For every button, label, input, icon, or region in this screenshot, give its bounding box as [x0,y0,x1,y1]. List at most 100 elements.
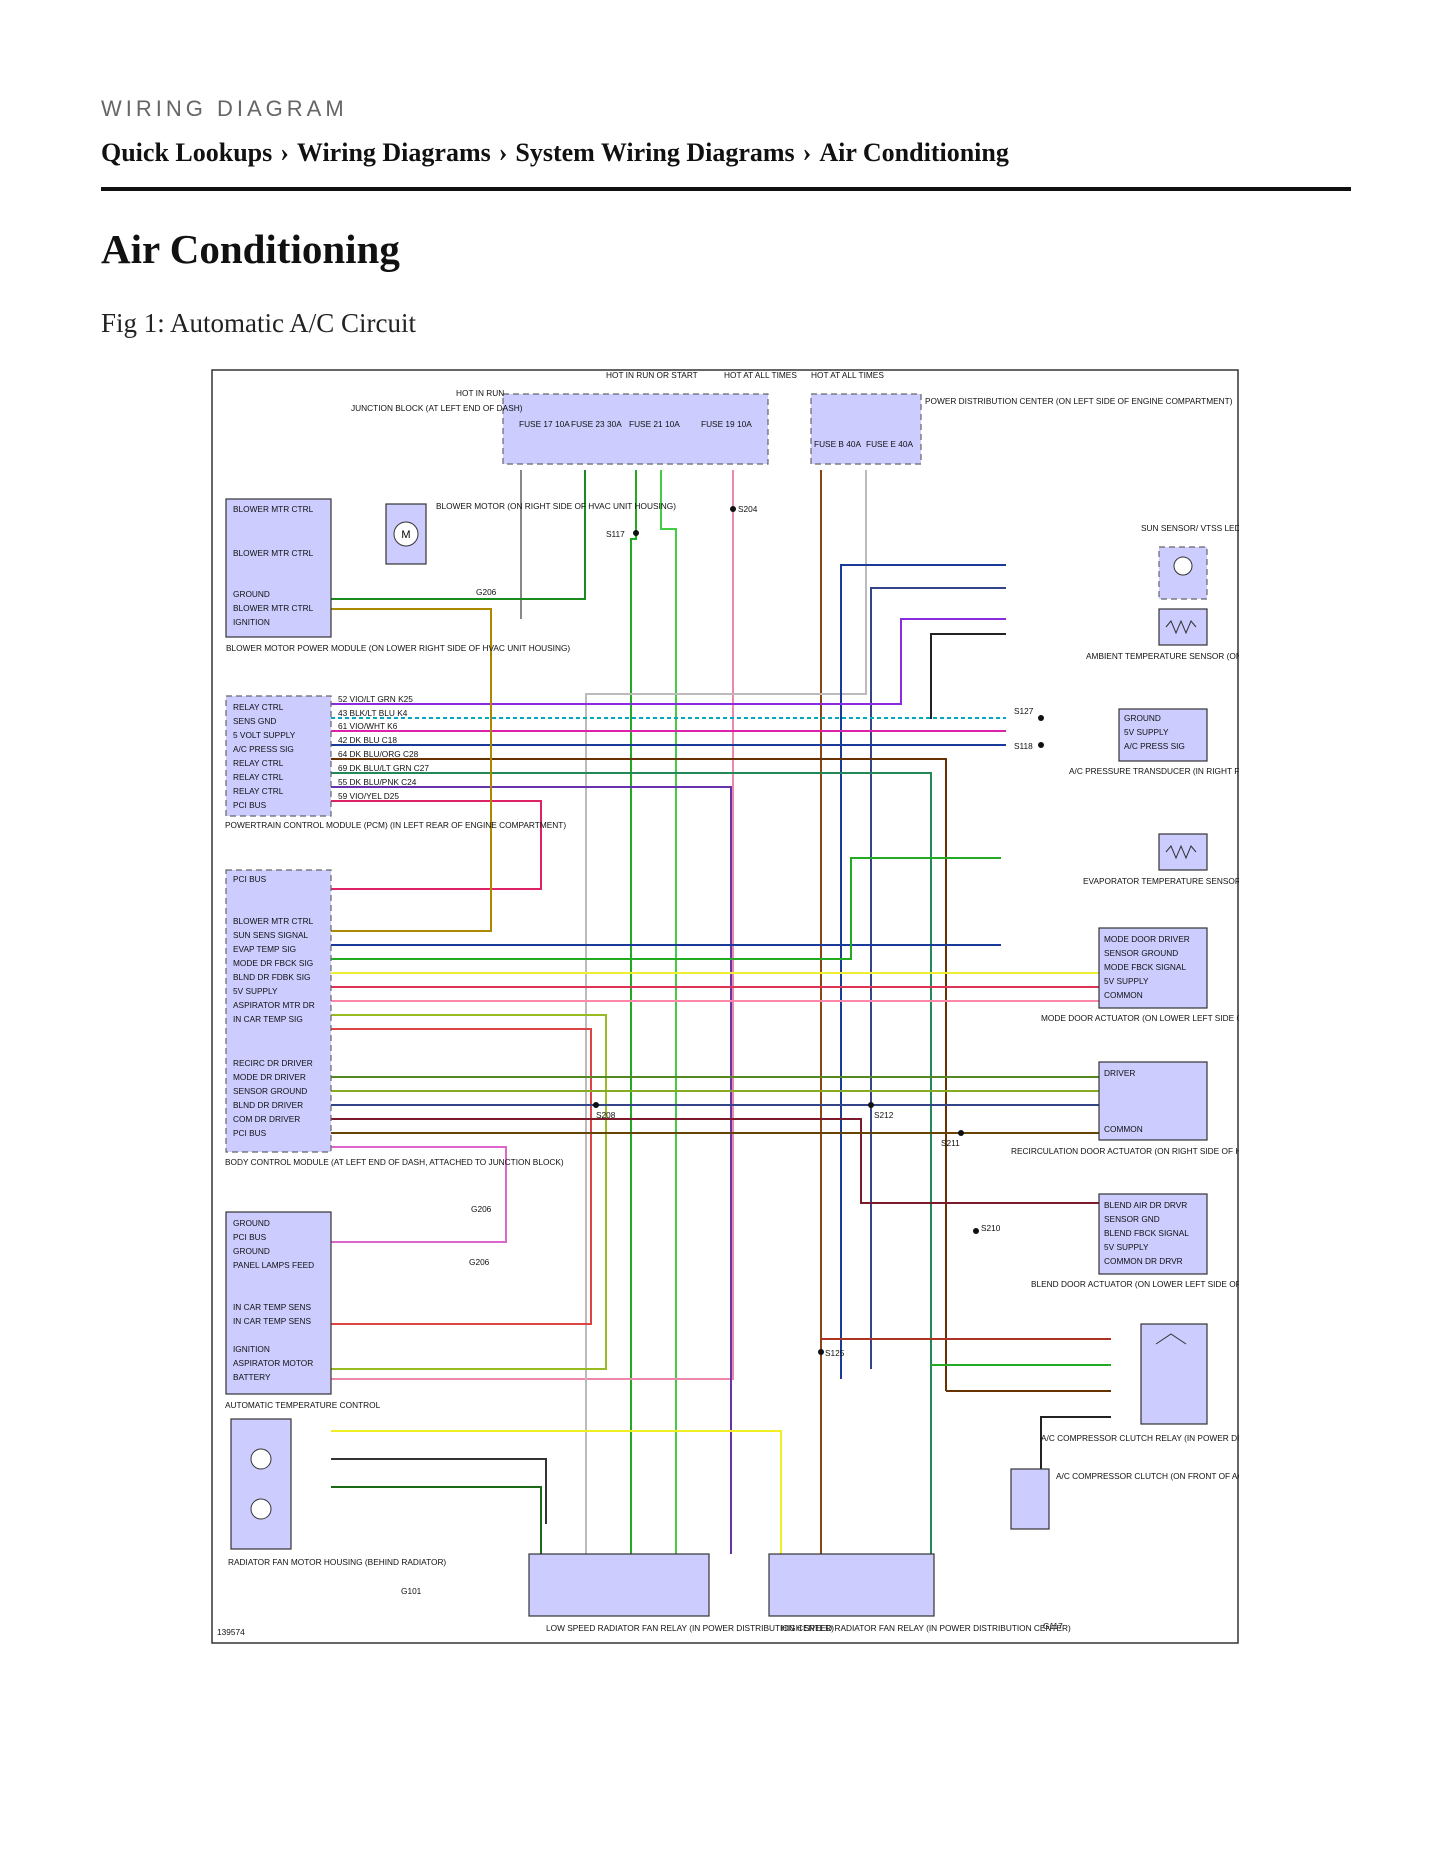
high-relay-box [768,1553,935,1617]
low-relay-caption: LOW SPEED RADIATOR FAN RELAY (IN POWER D… [546,1623,834,1633]
mode-door-pin-4: 5V SUPPLY [1104,976,1149,986]
diagram-frame [211,369,1239,1644]
blower-pin-1: BLOWER MTR CTRL [233,504,314,514]
atc-pin-ground-2: GROUND [233,1246,270,1256]
splice-dot [818,1349,824,1355]
wire-lt-grn-blk [630,470,637,1554]
radiator-fan-caption: RADIATOR FAN MOTOR HOUSING (BEHIND RADIA… [228,1557,446,1567]
bcm-pin-evap: EVAP TEMP SIG [233,944,296,954]
recirc-caption: RECIRCULATION DOOR ACTUATOR (ON RIGHT SI… [1011,1146,1239,1156]
pcm-pin-relay-ctrl-2: RELAY CTRL [233,758,284,768]
blend-pin-4: 5V SUPPLY [1104,1242,1149,1252]
breadcrumb-quick-lookups[interactable]: Quick Lookups [101,138,273,167]
recirc-pin-driver: DRIVER [1104,1068,1135,1078]
bcm-pin-sensor-gnd: SENSOR GROUND [233,1086,307,1096]
splice-s208: S208 [596,1110,616,1120]
breadcrumb: Quick Lookups›Wiring Diagrams›System Wir… [101,138,1009,168]
pcm-wire-4: 42 DK BLU C18 [338,735,397,745]
pcm-pin-relay-ctrl-4: RELAY CTRL [233,786,284,796]
bcm-pin-in-car: IN CAR TEMP SIG [233,1014,303,1024]
splice-dot [973,1228,979,1234]
right-components: SUN SENSOR/ VTSS LED AMBIENT TEMPERATURE… [1010,523,1445,1530]
led-icon [1173,556,1193,576]
thermistor-icon-evap [1165,844,1197,860]
transducer-pin-ground: GROUND [1124,713,1161,723]
fan-motor-icon-2 [250,1498,272,1520]
atc-pin-panel: PANEL LAMPS FEED [233,1260,314,1270]
wire-blk-lt-blu [930,633,1006,719]
splice-dot [593,1102,599,1108]
wire-dk-grn-ign [331,470,586,600]
wire-red-lt-grn [331,608,492,932]
relay-switch-icon [1155,1333,1187,1345]
motor-letter-icon: M [401,529,410,541]
splice-dot [633,530,639,536]
breadcrumb-separator: › [498,138,508,167]
fuse-hot-in-run-start: HOT IN RUN OR START [606,370,698,380]
high-relay-caption: HIGH SPEED RADIATOR FAN RELAY (IN POWER … [781,1623,1071,1633]
ground-g117: G117 [1043,1621,1063,1631]
wiring-diagram: HOT IN RUN HOT IN RUN OR START HOT AT AL… [211,369,1445,1644]
section-kicker: WIRING DIAGRAM [101,96,348,121]
wires [331,470,1111,1554]
blend-pin-3: BLEND FBCK SIGNAL [1104,1228,1189,1238]
blower-module-box [225,498,332,638]
breadcrumb-air-conditioning[interactable]: Air Conditioning [819,138,1009,167]
mode-door-box [1098,927,1208,1009]
pcm: RELAY CTRL SENS GND 5 VOLT SUPPLY A/C PR… [225,694,566,830]
pcm-pin-relay-ctrl: RELAY CTRL [233,702,284,712]
blend-caption: BLEND DOOR ACTUATOR (ON LOWER LEFT SIDE … [1031,1279,1239,1289]
fuse-19: FUSE 19 10A [701,419,752,429]
page-title: Air Conditioning [101,226,400,272]
wire-vio-yel-bcm [331,1146,507,1243]
motor-icon [393,521,419,547]
atc-pin-in-car-1: IN CAR TEMP SENS [233,1302,312,1312]
bcm-box [225,869,332,1153]
wire-dk-grn-fan [331,1486,542,1554]
atc-pin-pci: PCI BUS [233,1232,267,1242]
mode-door-pin-5: COMMON [1104,990,1143,1000]
wire-vio-yel [331,800,542,890]
atc-pin-battery: BATTERY [233,1372,271,1382]
bcm-pin-aspirator: ASPIRATOR MTR DR [233,1000,315,1010]
bcm-pin-blnd-fdbk: BLND DR FDBK SIG [233,972,310,982]
atc-pin-aspirator: ASPIRATOR MOTOR [233,1358,313,1368]
figure-id: 139574 [217,1627,245,1637]
pcm-pin-pci-bus: PCI BUS [233,800,267,810]
bcm-pin-mode-dr: MODE DR DRIVER [233,1072,306,1082]
thermistor-icon [1165,619,1197,635]
fuse-b: FUSE B 40A [814,439,862,449]
breadcrumb-separator: › [802,138,812,167]
wire-yel-dk-grn [331,1014,607,1370]
radiator-fan-section: RADIATOR FAN MOTOR HOUSING (BEHIND RADIA… [228,1418,1071,1633]
splice-dot [1038,715,1044,721]
splice-dot [1038,742,1044,748]
wire-red-tan [331,1028,592,1325]
pcm-wire-8: 59 VIO/YEL D25 [338,791,399,801]
fuse-hot-all-times-pdc: HOT AT ALL TIMES [811,370,884,380]
bcm-pin-recirc: RECIRC DR DRIVER [233,1058,313,1068]
pcm-wire-7: 55 DK BLU/PNK C24 [338,777,417,787]
breadcrumb-separator: › [280,138,289,167]
bcm-pin-blnd-dr: BLND DR DRIVER [233,1100,303,1110]
pcm-pin-5v: 5 VOLT SUPPLY [233,730,296,740]
wire-dk-blu [840,564,1006,1379]
blend-pin-5: COMMON DR DRVR [1104,1256,1183,1266]
ac-transducer-box [1118,708,1208,762]
atc-pin-ground: GROUND [233,1218,270,1228]
pcm-wire-1: 52 VIO/LT GRN K25 [338,694,413,704]
breadcrumb-wiring-diagrams[interactable]: Wiring Diagrams [296,138,491,167]
atc-caption: AUTOMATIC TEMPERATURE CONTROL [225,1400,381,1410]
radiator-fan-box [230,1418,292,1550]
breadcrumb-system-wiring-diagrams[interactable]: System Wiring Diagrams [515,138,795,167]
junction-block: HOT IN RUN HOT IN RUN OR START HOT AT AL… [351,370,1233,465]
recirc-pin-common: COMMON [1104,1124,1143,1134]
wire-dk-blu-lt-grn [331,772,932,1554]
splice-dot [868,1102,874,1108]
clutch-relay-box [1140,1323,1208,1425]
pcm-wire-6: 69 DK BLU/LT GRN C27 [338,763,429,773]
atc: GROUND PCI BUS GROUND PANEL LAMPS FEED I… [225,1211,381,1410]
wire-gry [585,470,867,1554]
transducer-pin-sig: A/C PRESS SIG [1124,741,1185,751]
wire-dk-blu-red [331,1118,1111,1204]
